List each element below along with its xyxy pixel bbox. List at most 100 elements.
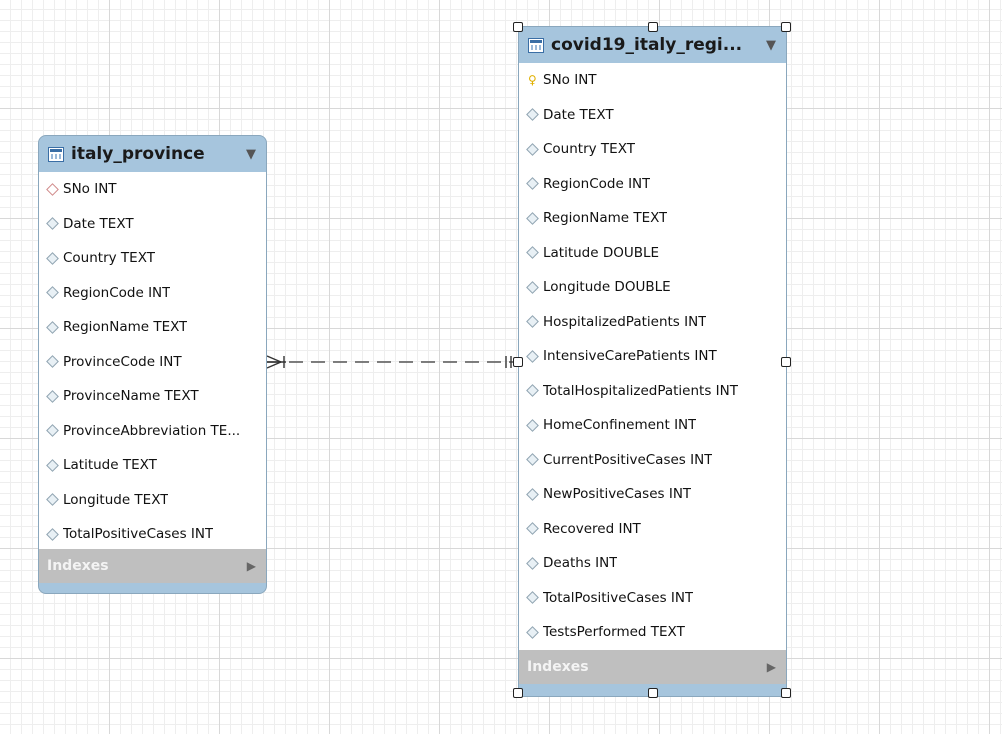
resize-handle-bottom-left[interactable] (513, 688, 523, 698)
column-diamond-icon (526, 384, 539, 398)
table-italy-province[interactable]: italy_province ▼ SNo INT Date TEXT Count… (38, 135, 267, 594)
column-row[interactable]: Recovered INT (519, 512, 786, 547)
column-row[interactable]: Latitude TEXT (39, 448, 266, 483)
resize-handle-bottom-right[interactable] (781, 688, 791, 698)
column-label: Country TEXT (63, 250, 155, 267)
table-header[interactable]: italy_province ▼ (39, 136, 266, 172)
dropdown-arrow-icon[interactable]: ▼ (766, 37, 776, 53)
column-row[interactable]: ♀ SNo INT (519, 63, 786, 98)
resize-handle-right[interactable] (781, 357, 791, 367)
column-label: Recovered INT (543, 520, 641, 537)
table-title: italy_province (71, 144, 205, 164)
column-label: SNo INT (63, 181, 117, 198)
column-row[interactable]: TestsPerformed TEXT (519, 615, 786, 650)
resize-handle-left[interactable] (513, 357, 523, 367)
column-row[interactable]: Deaths INT (519, 546, 786, 581)
column-label: Country TEXT (543, 141, 635, 158)
column-row[interactable]: Longitude TEXT (39, 483, 266, 518)
resize-handle-top[interactable] (648, 22, 658, 32)
column-row[interactable]: Longitude DOUBLE (519, 270, 786, 305)
indexes-section[interactable]: Indexes ▶ (519, 650, 786, 684)
column-row[interactable]: HospitalizedPatients INT (519, 305, 786, 340)
column-row[interactable]: Latitude DOUBLE (519, 236, 786, 271)
column-row[interactable]: TotalHospitalizedPatients INT (519, 374, 786, 409)
column-diamond-icon (46, 286, 59, 300)
column-row[interactable]: Country TEXT (39, 241, 266, 276)
table-title: covid19_italy_regi... (551, 35, 743, 55)
column-label: RegionName TEXT (63, 319, 188, 336)
column-row[interactable]: RegionName TEXT (39, 310, 266, 345)
column-diamond-icon (46, 182, 59, 196)
column-label: ProvinceCode INT (63, 353, 182, 370)
primary-key-icon: ♀ (528, 73, 537, 88)
column-label: SNo INT (543, 72, 597, 89)
column-label: ProvinceAbbreviation TE... (63, 422, 241, 439)
column-row[interactable]: ProvinceName TEXT (39, 379, 266, 414)
column-label: Deaths INT (543, 555, 618, 572)
column-label: RegionName TEXT (543, 210, 668, 227)
column-row[interactable]: Date TEXT (519, 98, 786, 133)
column-diamond-icon (526, 556, 539, 570)
column-diamond-icon (526, 315, 539, 329)
column-label: HospitalizedPatients INT (543, 313, 707, 330)
column-row[interactable]: HomeConfinement INT (519, 408, 786, 443)
table-icon (528, 37, 544, 53)
column-label: HomeConfinement INT (543, 417, 697, 434)
column-row[interactable]: Country TEXT (519, 132, 786, 167)
column-label: TotalHospitalizedPatients INT (543, 382, 738, 399)
column-diamond-icon (46, 217, 59, 231)
column-row[interactable]: IntensiveCarePatients INT (519, 339, 786, 374)
column-label: NewPositiveCases INT (543, 486, 692, 503)
column-list: SNo INT Date TEXT Country TEXT RegionCod… (39, 172, 266, 552)
table-header[interactable]: covid19_italy_regi... ▼ (519, 27, 786, 63)
expand-arrow-icon[interactable]: ▶ (766, 660, 776, 674)
column-diamond-icon (46, 458, 59, 472)
column-diamond-icon (526, 142, 539, 156)
column-row[interactable]: TotalPositiveCases INT (39, 517, 266, 552)
column-row[interactable]: Date TEXT (39, 207, 266, 242)
column-list: ♀ SNo INT Date TEXT Country TEXT RegionC… (519, 63, 786, 650)
column-diamond-icon (526, 591, 539, 605)
column-row[interactable]: TotalPositiveCases INT (519, 581, 786, 616)
resize-handle-top-left[interactable] (513, 22, 523, 32)
column-diamond-icon (526, 453, 539, 467)
column-label: Latitude TEXT (63, 457, 157, 474)
column-row[interactable]: CurrentPositiveCases INT (519, 443, 786, 478)
crows-foot-upper (266, 355, 282, 363)
column-diamond-icon (46, 389, 59, 403)
expand-arrow-icon[interactable]: ▶ (246, 559, 256, 573)
dropdown-arrow-icon[interactable]: ▼ (246, 146, 256, 162)
column-label: ProvinceName TEXT (63, 388, 199, 405)
column-row[interactable]: NewPositiveCases INT (519, 477, 786, 512)
column-row[interactable]: ProvinceAbbreviation TE... (39, 414, 266, 449)
column-diamond-icon (526, 280, 539, 294)
column-label: RegionCode INT (543, 175, 651, 192)
column-row[interactable]: RegionName TEXT (519, 201, 786, 236)
column-label: Longitude DOUBLE (543, 279, 671, 296)
column-diamond-icon (526, 246, 539, 260)
column-diamond-icon (526, 625, 539, 639)
resize-handle-bottom[interactable] (648, 688, 658, 698)
column-diamond-icon (46, 527, 59, 541)
column-diamond-icon (46, 424, 59, 438)
resize-handle-top-right[interactable] (781, 22, 791, 32)
crows-foot-lower (266, 361, 282, 369)
column-diamond-icon (526, 487, 539, 501)
column-diamond-icon (526, 108, 539, 122)
indexes-section[interactable]: Indexes ▶ (39, 549, 266, 583)
column-diamond-icon (526, 522, 539, 536)
column-row[interactable]: SNo INT (39, 172, 266, 207)
column-row[interactable]: RegionCode INT (39, 276, 266, 311)
column-label: TestsPerformed TEXT (543, 624, 685, 641)
column-diamond-icon (526, 418, 539, 432)
column-row[interactable]: RegionCode INT (519, 167, 786, 202)
column-label: Date TEXT (543, 106, 614, 123)
column-diamond-icon (526, 177, 539, 191)
column-diamond-icon (526, 349, 539, 363)
indexes-label: Indexes (527, 659, 589, 675)
column-row[interactable]: ProvinceCode INT (39, 345, 266, 380)
column-diamond-icon (526, 211, 539, 225)
column-label: TotalPositiveCases INT (63, 526, 214, 543)
table-covid19-italy-region[interactable]: covid19_italy_regi... ▼ ♀ SNo INT Date T… (518, 26, 787, 697)
